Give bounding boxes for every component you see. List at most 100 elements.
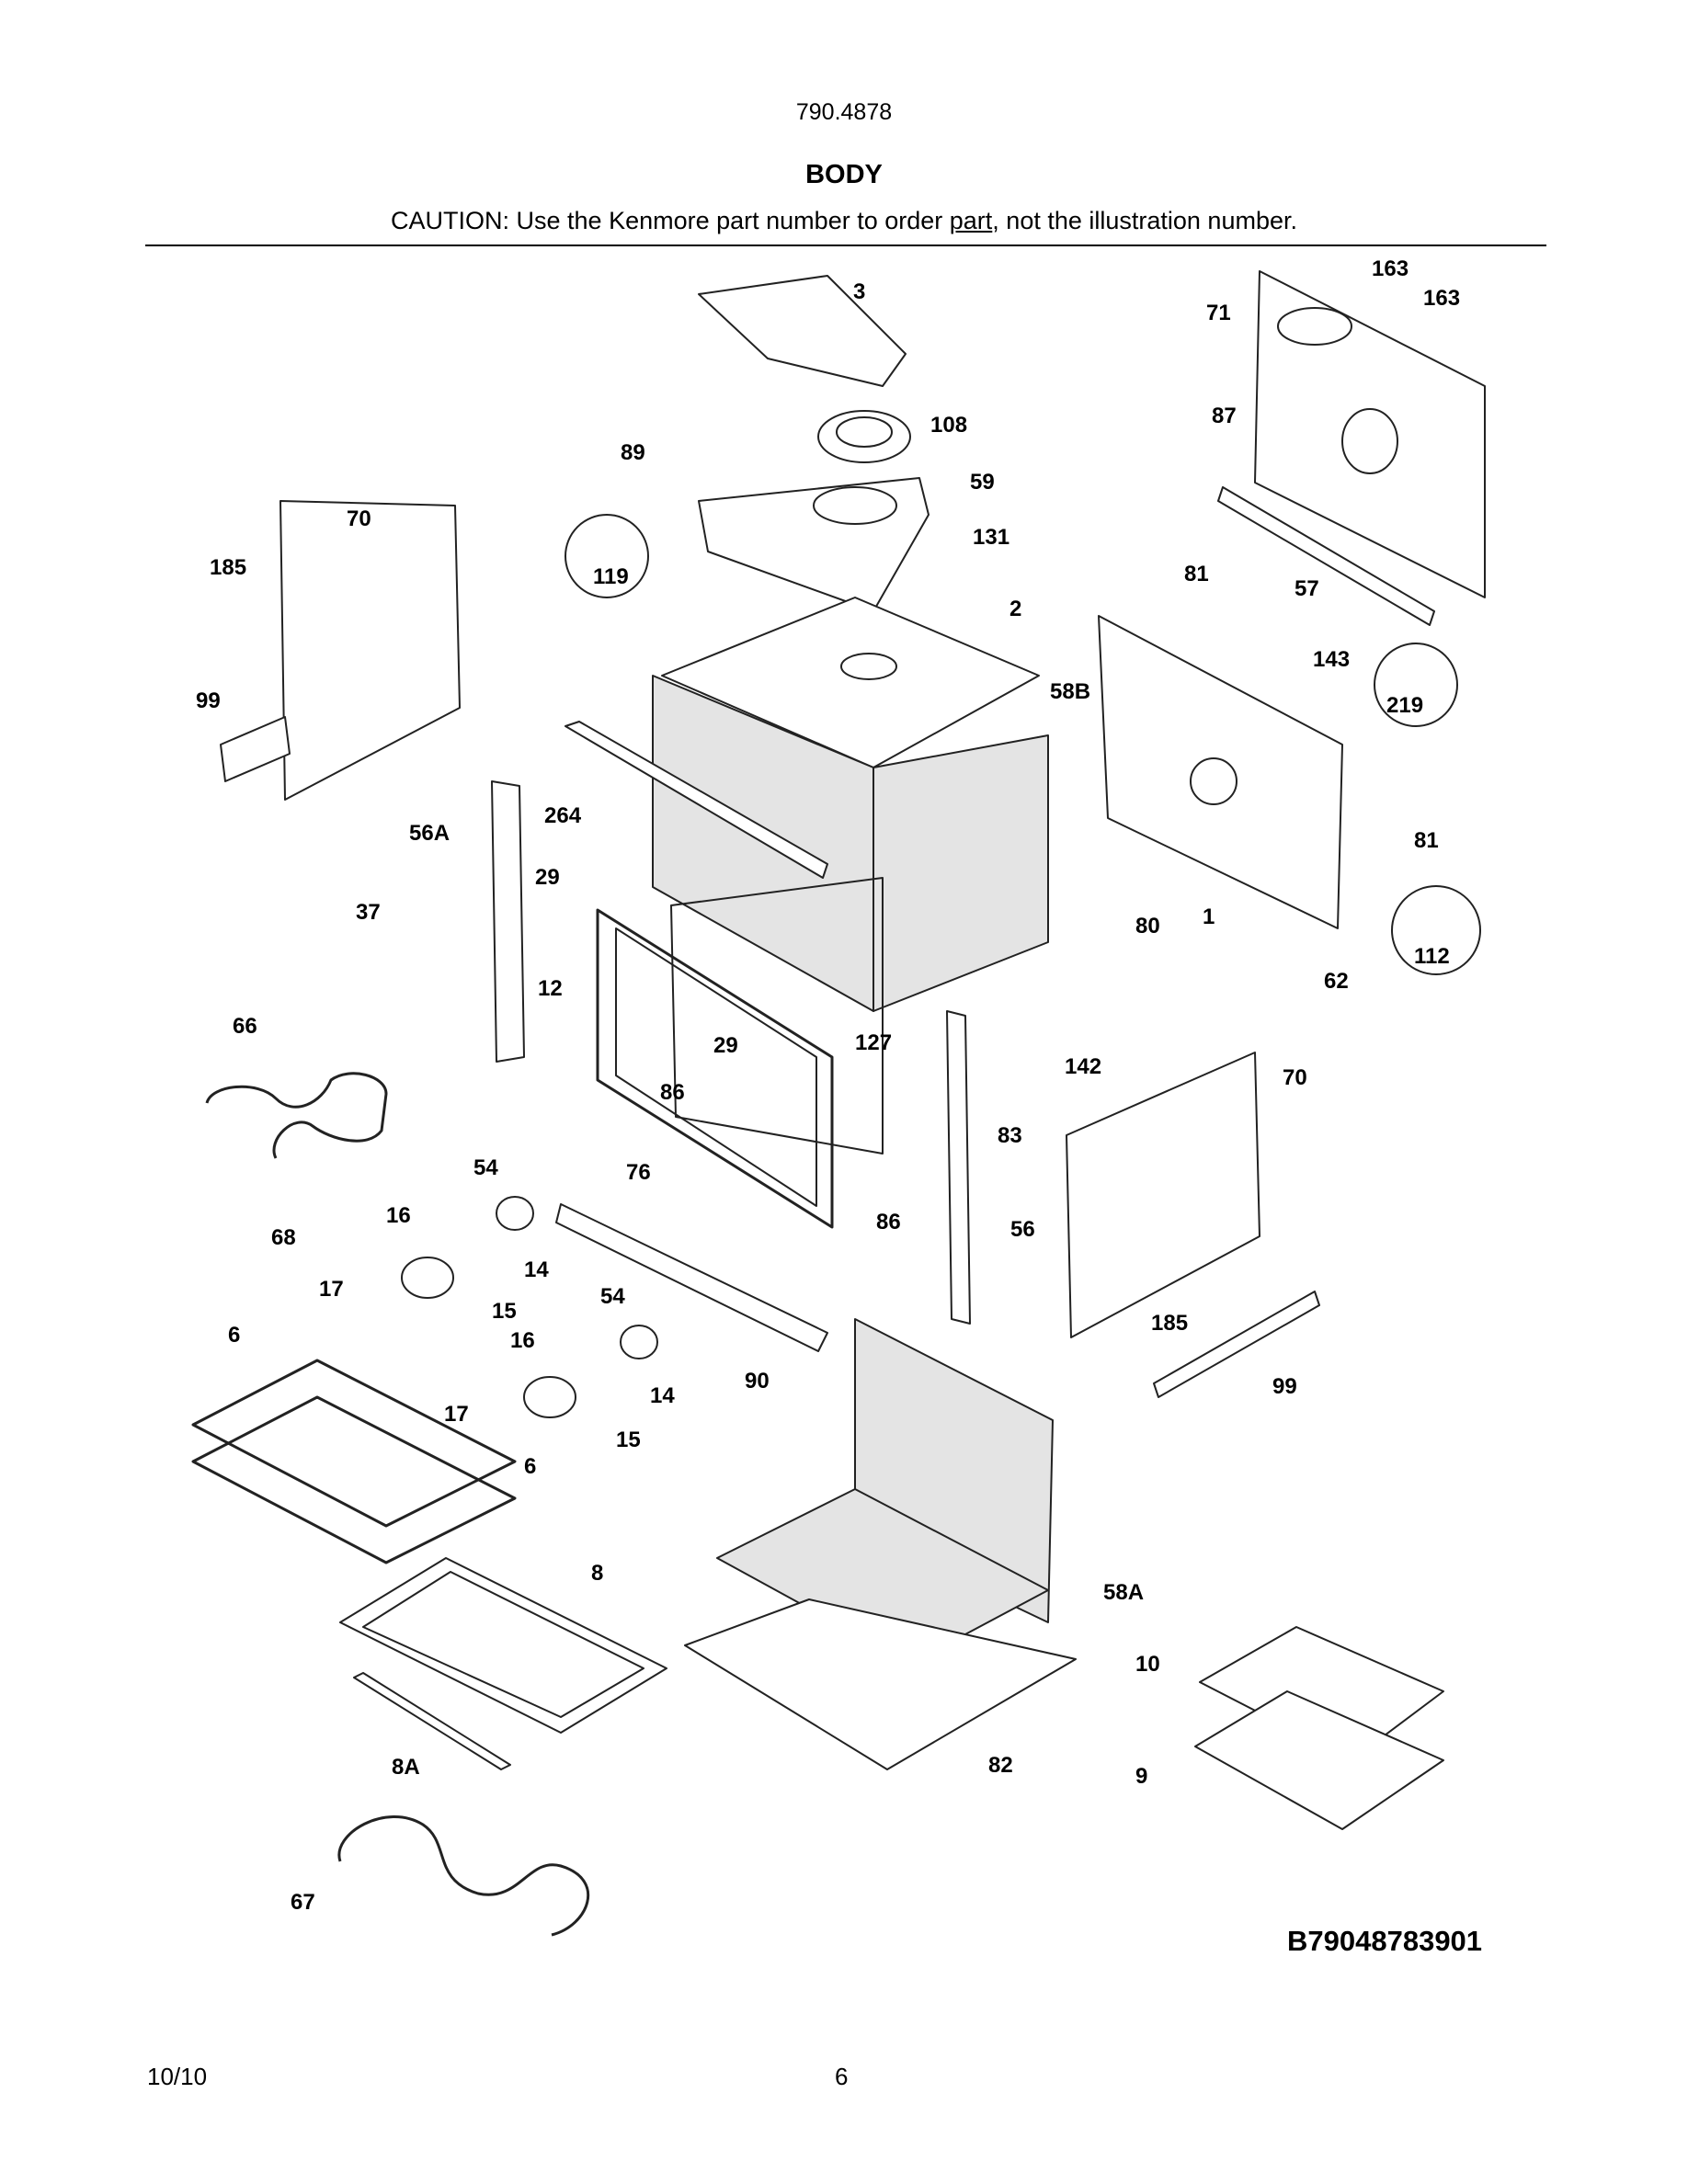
part-oven-rack-lower (191, 1395, 517, 1564)
part-callout-81: 81 (1184, 562, 1209, 586)
part-callout-67: 67 (291, 1890, 315, 1915)
part-callout-119: 119 (593, 564, 629, 589)
part-callout-12: 12 (538, 976, 563, 1001)
part-callout-71: 71 (1206, 301, 1231, 325)
part-rail-right (1153, 1291, 1320, 1398)
part-callout-58A: 58A (1103, 1580, 1144, 1605)
part-callout-58B: 58B (1050, 679, 1090, 704)
part-lamp-lower (523, 1376, 576, 1418)
part-callout-86: 86 (876, 1210, 901, 1234)
part-callout-142: 142 (1065, 1054, 1101, 1079)
model-number: 790.4878 (795, 99, 893, 125)
part-callout-16: 16 (510, 1328, 535, 1353)
part-callout-163: 163 (1372, 256, 1409, 281)
part-side-panel-right (1066, 1052, 1260, 1338)
part-callout-15: 15 (492, 1299, 517, 1324)
part-vertical-post-left (491, 780, 525, 1063)
inset-circle-119 (565, 514, 649, 598)
part-callout-127: 127 (855, 1030, 892, 1055)
part-callout-143: 143 (1313, 647, 1350, 672)
part-callout-8A: 8A (392, 1755, 420, 1780)
part-rail-left (220, 716, 291, 782)
part-bottom-trim (555, 1203, 828, 1352)
part-callout-6: 6 (524, 1454, 536, 1479)
inset-circle-219 (1374, 643, 1458, 727)
part-callout-17: 17 (319, 1277, 344, 1302)
part-callout-185: 185 (1151, 1311, 1188, 1336)
part-callout-70: 70 (1283, 1065, 1307, 1090)
part-callout-99: 99 (196, 688, 221, 713)
header-rule (145, 245, 1546, 246)
part-callout-8: 8 (591, 1561, 603, 1586)
part-callout-70: 70 (347, 506, 371, 531)
part-callout-131: 131 (973, 525, 1009, 550)
part-callout-59: 59 (970, 470, 995, 495)
part-trim-strip (1217, 486, 1435, 626)
part-callout-54: 54 (600, 1284, 625, 1309)
part-side-panel-left (279, 500, 461, 801)
part-callout-89: 89 (621, 440, 645, 465)
part-door-glass (339, 1557, 667, 1734)
part-callout-108: 108 (930, 413, 967, 438)
caution-underlined-word: part (949, 207, 993, 234)
part-callout-17: 17 (444, 1402, 469, 1427)
page-number: 6 (835, 2063, 849, 2090)
part-bottom-pan (684, 1598, 1077, 1770)
part-callout-62: 62 (1324, 969, 1349, 994)
caution-text: CAUTION: Use the Kenmore part number to … (0, 207, 1688, 235)
part-vertical-post-right (946, 1010, 971, 1325)
part-callout-264: 264 (544, 803, 582, 828)
part-callout-99: 99 (1272, 1374, 1297, 1399)
part-door-frame (596, 908, 834, 1229)
part-callout-2: 2 (1009, 597, 1021, 621)
part-glass-trim (353, 1672, 511, 1770)
part-callout-163: 163 (1423, 286, 1460, 311)
inset-circle-112 (1391, 885, 1481, 975)
caution-prefix: CAUTION: Use the Kenmore part number to … (391, 207, 950, 234)
part-callout-80: 80 (1135, 914, 1160, 938)
drawing-code: B79048783901 (1287, 1925, 1483, 1957)
part-callout-14: 14 (650, 1383, 675, 1408)
part-broil-element (205, 1072, 388, 1159)
part-callout-185: 185 (210, 555, 246, 580)
part-callout-81: 81 (1414, 828, 1439, 853)
part-callout-87: 87 (1212, 404, 1237, 428)
part-callout-54: 54 (473, 1155, 498, 1180)
part-broiler-pan (1194, 1690, 1444, 1830)
part-front-trim (565, 721, 828, 879)
part-callout-76: 76 (626, 1160, 651, 1185)
part-callout-29: 29 (713, 1033, 738, 1058)
part-callout-68: 68 (271, 1225, 296, 1250)
part-callout-56: 56 (1010, 1217, 1035, 1242)
part-callout-57: 57 (1295, 576, 1319, 601)
part-callout-6: 6 (228, 1323, 240, 1348)
part-lamp-upper (401, 1257, 454, 1299)
part-callout-1: 1 (1203, 904, 1215, 929)
part-bake-element (337, 1814, 589, 1937)
caution-suffix: , not the illustration number. (992, 207, 1297, 234)
part-callout-15: 15 (616, 1428, 641, 1452)
part-callout-56A: 56A (409, 821, 450, 846)
part-callout-14: 14 (524, 1257, 549, 1282)
part-callout-29: 29 (535, 865, 560, 890)
part-callout-66: 66 (233, 1014, 257, 1039)
part-oven-rack-upper (191, 1359, 517, 1528)
part-top-plate (661, 597, 1040, 768)
part-callout-83: 83 (998, 1123, 1022, 1148)
part-callout-10: 10 (1135, 1652, 1160, 1677)
part-callout-86: 86 (660, 1080, 685, 1105)
part-top-panel (698, 275, 907, 387)
part-callout-219: 219 (1386, 693, 1423, 718)
part-callout-82: 82 (988, 1753, 1013, 1778)
part-callout-16: 16 (386, 1203, 411, 1228)
part-callout-37: 37 (356, 900, 381, 925)
footer-date: 10/10 (147, 2063, 208, 2090)
part-callout-9: 9 (1135, 1764, 1147, 1789)
part-callout-90: 90 (745, 1369, 770, 1393)
part-callout-112: 112 (1414, 944, 1450, 969)
page-title: BODY (805, 160, 883, 189)
part-oven-liner (670, 877, 884, 1155)
part-callout-3: 3 (853, 279, 865, 304)
